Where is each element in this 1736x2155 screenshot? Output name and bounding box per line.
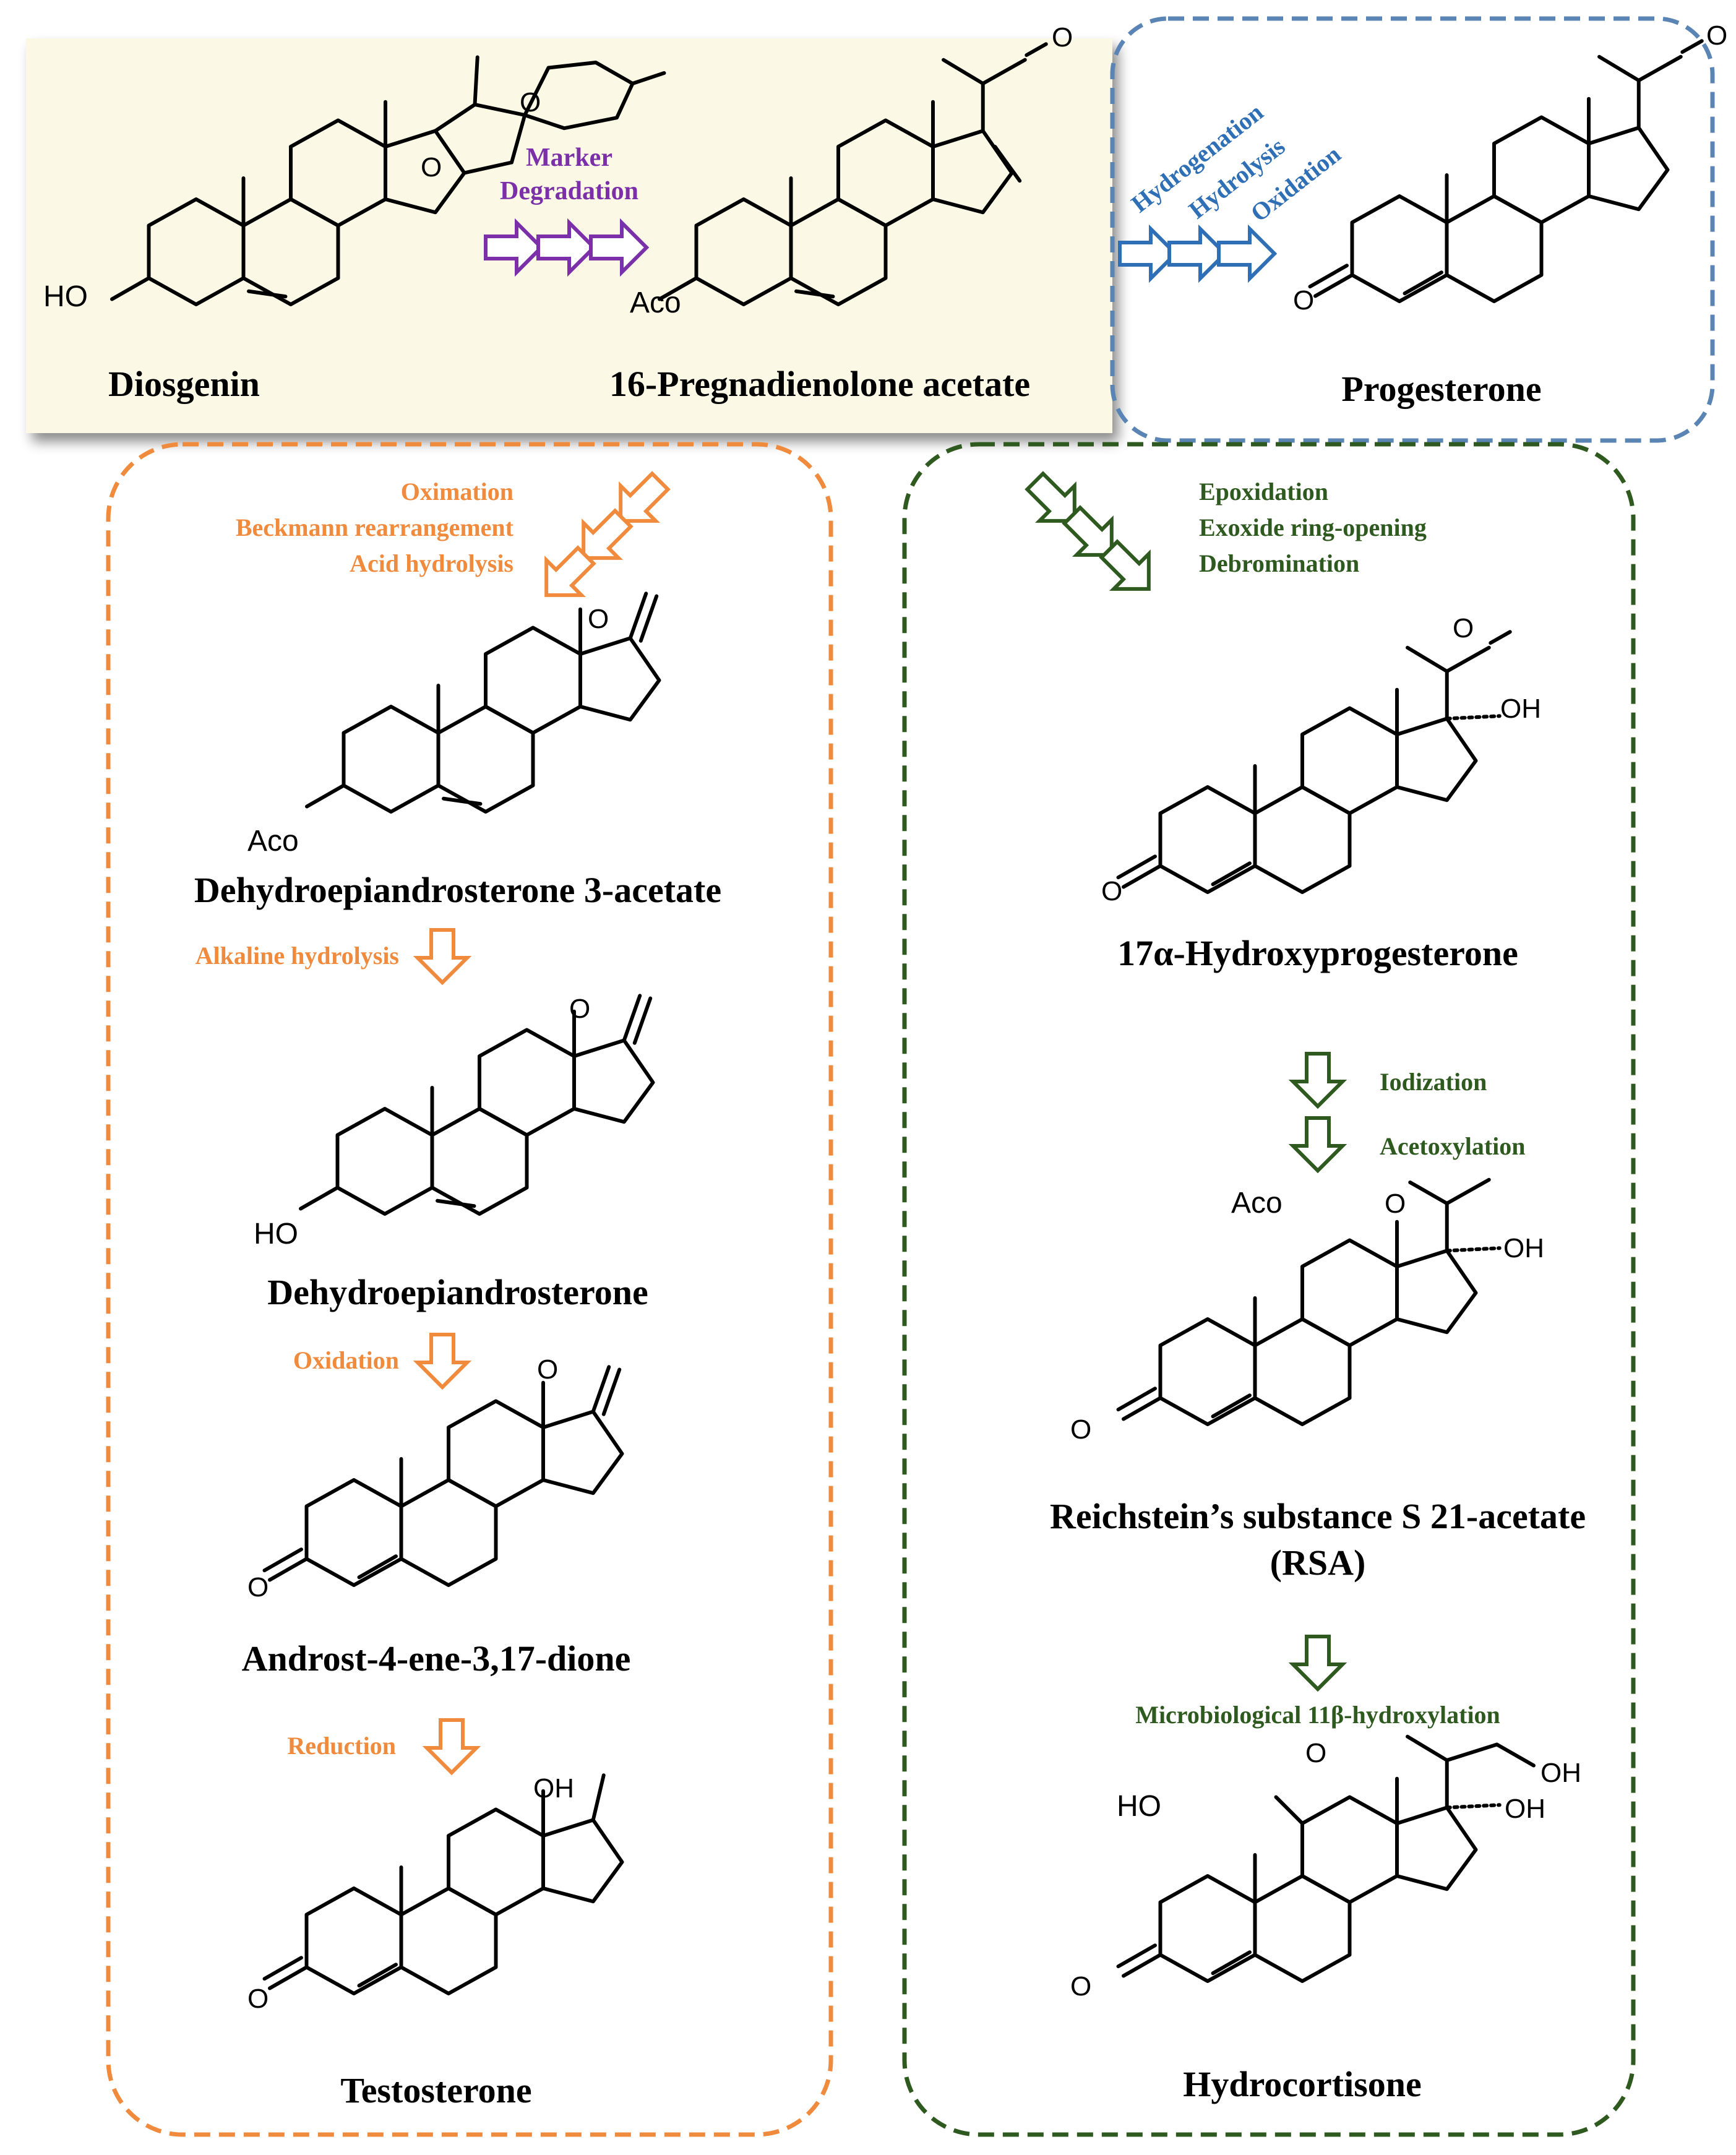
debromination-label: Debromination — [1199, 549, 1359, 577]
hydrocortisone-structure — [1119, 1734, 1536, 1981]
progesterone-label: Progesterone — [1341, 369, 1541, 409]
rsa-ketone-o-atom: O — [1070, 1414, 1091, 1445]
testosterone-structure — [265, 1773, 622, 1994]
iodization-label: Iodization — [1380, 1068, 1487, 1096]
right-step1-arrows — [1018, 464, 1166, 606]
pregnadienolone-label: 16-Pregnadienolone acetate — [609, 364, 1030, 404]
progesterone-ketone-o-atom: O — [1293, 285, 1314, 316]
rsa-oh-atom: OH — [1503, 1233, 1544, 1263]
reduction-arrow — [427, 1720, 476, 1773]
dhea-acetate-label: Dehydroepiandrosterone 3-acetate — [194, 870, 721, 910]
rsa-label-line1: Reichstein’s substance S 21-acetate — [1050, 1496, 1586, 1536]
progesterone-arrow-1 — [1120, 229, 1175, 278]
hydroxylation-label: Microbiological 11β-hydroxylation — [1135, 1701, 1500, 1729]
oxidation-arrow — [418, 1335, 467, 1387]
pregnadienolone-structure — [660, 44, 1046, 304]
beckmann-label: Beckmann rearrangement — [236, 514, 514, 541]
dhea-label: Dehydroepiandrosterone — [267, 1272, 648, 1312]
androstenedione-ketone17-o-atom: O — [537, 1354, 558, 1385]
marker-label-2: Degradation — [500, 177, 638, 205]
androstenedione-label: Androst-4-ene-3,17-dione — [242, 1638, 631, 1679]
hydroxyprogesterone-ketone-o-atom: O — [1101, 876, 1122, 906]
diosgenin-label: Diosgenin — [108, 364, 260, 404]
dhea-acetate-o-atom: O — [588, 604, 609, 634]
progesterone-acetyl-o-atom: O — [1706, 20, 1727, 51]
testosterone-oh-atom: OH — [533, 1773, 574, 1804]
acetoxylation-label: Acetoxylation — [1380, 1132, 1526, 1160]
exoxide-ring-opening-label: Exoxide ring-opening — [1199, 514, 1427, 541]
hydrocortisone-o-atom: O — [1305, 1738, 1326, 1768]
diosgenin-ho-atom: HO — [43, 280, 88, 313]
dhea-structure — [301, 996, 653, 1214]
hydrocortisone-ho11-atom: HO — [1117, 1790, 1161, 1823]
progesterone-arrow-2 — [1169, 229, 1225, 278]
hydroxyprogesterone-structure — [1119, 632, 1510, 892]
rsa-structure — [1119, 1177, 1502, 1424]
oxidation-step-label: Oxidation — [293, 1346, 399, 1374]
epoxidation-label: Epoxidation — [1199, 478, 1328, 505]
hydroxyprogesterone-oh-atom: OH — [1500, 694, 1541, 724]
rsa-aco-atom: Aco — [1231, 1187, 1283, 1219]
testosterone-o-atom: O — [247, 1984, 269, 2014]
hydrocortisone-oh21-atom: OH — [1540, 1758, 1581, 1788]
dhea-ho-atom: HO — [254, 1218, 298, 1250]
androgen-route-panel — [106, 442, 833, 2137]
left-step1-arrows — [529, 464, 677, 613]
corticoid-route-panel — [902, 442, 1636, 2137]
diosgenin-ring-o-atom: O — [520, 87, 541, 118]
hydroxyprogesterone-acetyl-o-atom: O — [1453, 613, 1474, 643]
testosterone-label: Testosterone — [340, 2070, 531, 2110]
androstenedione-ketone3-o-atom: O — [247, 1572, 269, 1602]
diosgenin-ring-o2-atom: O — [421, 152, 442, 183]
acetoxylation-arrow — [1293, 1118, 1343, 1171]
rsa-acetyl-o-atom: O — [1385, 1189, 1406, 1219]
marker-label-1: Marker — [526, 144, 612, 172]
hydrocortisone-oh17-atom: OH — [1505, 1794, 1545, 1824]
alkaline-arrow — [418, 930, 467, 983]
hydroxylation-arrow — [1293, 1637, 1343, 1689]
progesterone-structure — [1310, 41, 1702, 301]
alkaline-hydrolysis-label: Alkaline hydrolysis — [196, 942, 399, 970]
androstenedione-structure — [265, 1367, 622, 1585]
pregnadienolone-o-atom: O — [1052, 22, 1073, 53]
iodization-arrow — [1293, 1054, 1343, 1106]
hydrocortisone-label: Hydrocortisone — [1183, 2064, 1422, 2104]
oximation-label: Oximation — [401, 478, 513, 505]
diosgenin-structure — [112, 55, 666, 304]
acid-hydrolysis-label: Acid hydrolysis — [350, 549, 513, 577]
progesterone-panel — [1110, 16, 1715, 443]
dhea-o-atom: O — [569, 994, 590, 1024]
reduction-label: Reduction — [287, 1732, 396, 1760]
pregnadienolone-aco-atom: Aco — [630, 286, 681, 319]
progesterone-arrow-3 — [1219, 229, 1274, 278]
hydrocortisone-ketone-o-atom: O — [1070, 1971, 1091, 2002]
hydroxyprogesterone-label: 17α-Hydroxyprogesterone — [1117, 933, 1518, 973]
progesterone-arrows — [1120, 229, 1274, 278]
rsa-label-line2: (RSA) — [1270, 1542, 1366, 1583]
dhea-acetate-aco-atom: Aco — [247, 825, 299, 858]
